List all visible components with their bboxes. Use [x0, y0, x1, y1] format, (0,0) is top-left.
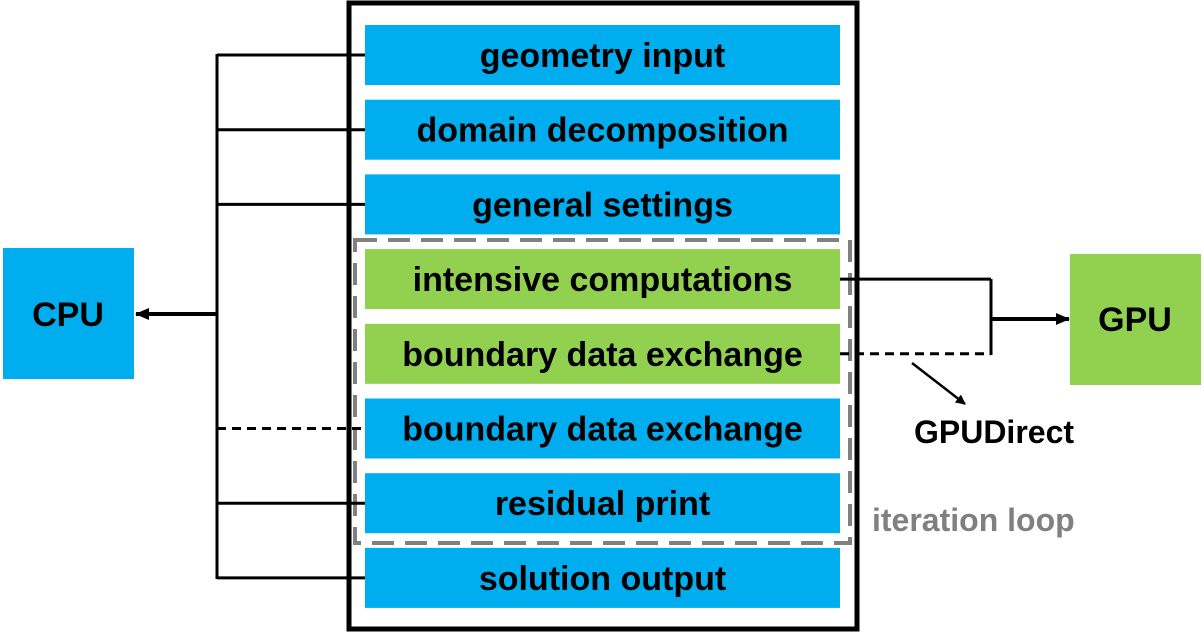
gpu-box: [1070, 254, 1201, 385]
cpu-box: [3, 248, 134, 379]
step-box: [365, 323, 840, 384]
iteration-loop-border: [353, 238, 852, 545]
iteration-loop-label: iteration loop: [872, 502, 1075, 538]
step-box: [365, 398, 840, 459]
step-box: [365, 99, 840, 160]
gpudirect-arrow: [911, 362, 966, 405]
step-label: domain decomposition: [416, 112, 788, 150]
gpu-connectors: [840, 277, 991, 356]
cpu-connectors: [217, 53, 365, 580]
step-label: boundary data exchange: [402, 411, 803, 449]
step-label: intensive computations: [413, 261, 793, 299]
step-box: [365, 547, 840, 608]
step-label: boundary data exchange: [402, 336, 803, 374]
program-frame: [346, 0, 860, 632]
step-label: residual print: [495, 485, 710, 523]
cpu-label: CPU: [32, 296, 104, 334]
step-box: [365, 25, 840, 85]
step-box: [365, 473, 840, 534]
step-box: [365, 249, 840, 310]
gpu-label: GPU: [1098, 301, 1172, 339]
step-label: geometry input: [480, 37, 726, 75]
step-label: solution output: [479, 560, 726, 598]
process-steps: geometry input domain decomposition genera…: [365, 25, 840, 608]
step-label: general settings: [472, 186, 733, 224]
gpudirect-label: GPUDirect: [914, 414, 1074, 450]
step-box: [365, 174, 840, 235]
